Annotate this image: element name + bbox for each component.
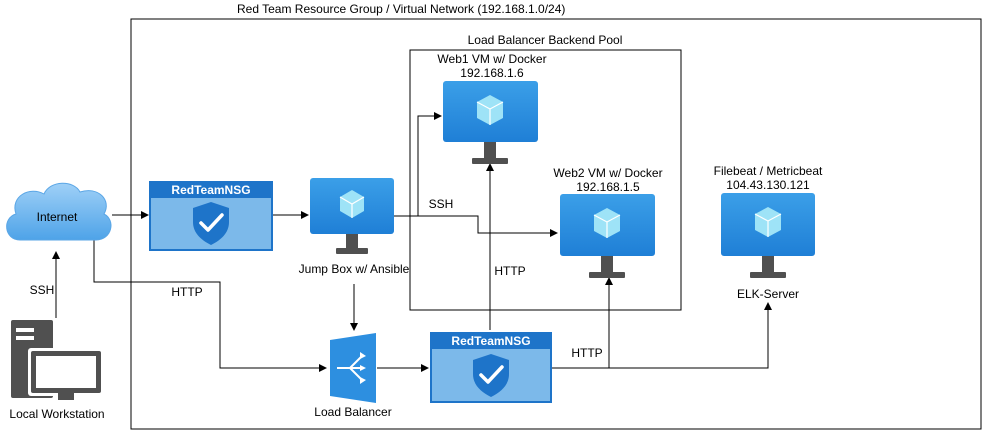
load-balancer-label: Load Balancer [314, 405, 391, 419]
backend-pool-title: Load Balancer Backend Pool [468, 33, 623, 47]
web2-name: Web2 VM w/ Docker [553, 166, 662, 180]
web2-ip: 192.168.1.5 [576, 180, 640, 194]
web2-node: Web2 VM w/ Docker 192.168.1.5 [553, 166, 663, 278]
resource-group-boundary [130, 18, 982, 430]
elk-title: Filebeat / Metricbeat [714, 164, 823, 178]
elk-ip: 104.43.130.121 [726, 178, 810, 192]
backend-pool-boundary [409, 49, 682, 311]
edge-label-ssh-workstation: SSH [30, 283, 55, 297]
internet-label: Internet [37, 210, 78, 224]
nsg-top-title: RedTeamNSG [171, 183, 250, 197]
elk-node: Filebeat / Metricbeat 104.43.130.121 ELK… [714, 164, 823, 301]
edge-internet-lb [93, 240, 327, 372]
vm-monitor-icon [560, 194, 655, 278]
load-balancer-node: Load Balancer [314, 333, 392, 419]
jumpbox-label: Jump Box w/ Ansible [299, 262, 410, 276]
load-balancer-icon [330, 333, 376, 403]
elk-label: ELK-Server [737, 287, 799, 301]
nsg-top-node: RedTeamNSG [149, 181, 273, 251]
shield-check-icon [193, 202, 229, 245]
web1-ip: 192.168.1.6 [460, 66, 524, 80]
edge-label-ssh-jumpbox: SSH [429, 197, 454, 211]
cloud-icon [6, 182, 112, 241]
edge-nsg-elk [609, 302, 772, 369]
resource-group-title: Red Team Resource Group / Virtual Networ… [237, 2, 565, 16]
jumpbox-node: Jump Box w/ Ansible [299, 178, 410, 276]
web1-node: Web1 VM w/ Docker 192.168.1.6 [437, 52, 547, 164]
local-workstation-node: Local Workstation [9, 320, 105, 421]
shield-check-icon [473, 354, 509, 397]
local-workstation-label: Local Workstation [9, 407, 104, 421]
edge-label-http-web2: HTTP [571, 346, 602, 360]
vm-monitor-icon [310, 178, 394, 254]
edge-label-http-web1: HTTP [494, 264, 525, 278]
nsg-bottom-node: RedTeamNSG [430, 332, 552, 403]
internet-node: Internet [6, 182, 112, 241]
edge-label-http-internet: HTTP [171, 285, 202, 299]
workstation-icon [11, 320, 104, 400]
edge-jumpbox-web2 [394, 215, 558, 237]
nsg-bottom-title: RedTeamNSG [451, 334, 530, 348]
web1-name: Web1 VM w/ Docker [437, 52, 546, 66]
vm-monitor-icon [443, 81, 538, 164]
vm-monitor-icon [721, 193, 815, 278]
